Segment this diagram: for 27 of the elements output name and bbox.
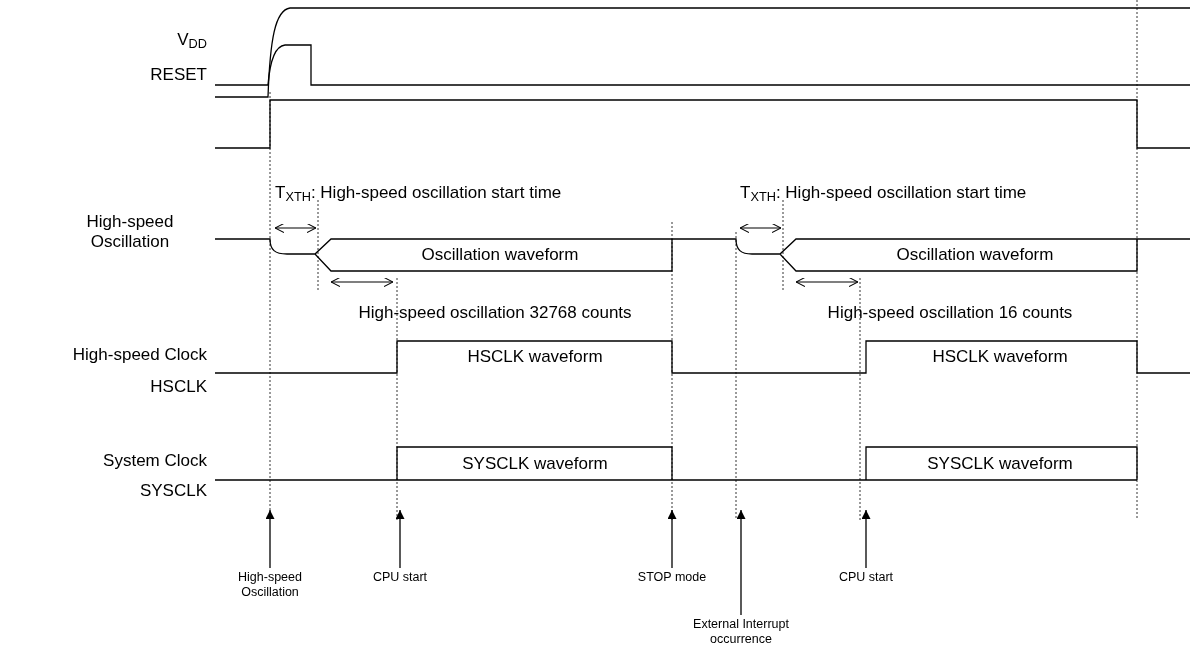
timing-annotation: T$_{XTH}$: High-speed oscillation start time xyxy=(740,182,1027,204)
event-label: External Interrupt occurrence xyxy=(666,617,816,647)
signal-name: SYSCLK xyxy=(139,480,207,502)
event-label: CPU start xyxy=(350,570,450,585)
event-arrow xyxy=(736,509,746,616)
event-label: CPU start xyxy=(816,570,916,585)
waveform-label: HSCLK waveform xyxy=(467,346,603,368)
waveform-label: HSCLK waveform xyxy=(932,346,1068,368)
event-arrow xyxy=(395,509,405,569)
waveform-label: Oscillation waveform xyxy=(896,244,1054,266)
waveform-label: SYSCLK waveform xyxy=(462,453,608,475)
waveform-label: Oscillation waveform xyxy=(421,244,579,266)
signal-name: High-speed Oscillation xyxy=(85,211,175,253)
event-arrow xyxy=(265,509,275,569)
timing-annotation: T$_{XTH}$: High-speed oscillation start time xyxy=(275,182,562,204)
event-arrow xyxy=(667,509,677,569)
event-label: High-speed Oscillation xyxy=(220,570,320,600)
signal-name: HSCLK xyxy=(150,376,207,398)
count-annotation: High-speed oscillation 32768 counts xyxy=(358,302,632,324)
signal-name: High-speed Clock xyxy=(72,344,207,366)
signal-name: V$_{DD}$ xyxy=(177,29,207,51)
waveform-label: SYSCLK waveform xyxy=(927,453,1073,475)
event-arrow xyxy=(861,509,871,569)
signal-name: System Clock xyxy=(103,450,207,472)
event-label: STOP mode xyxy=(622,570,722,585)
count-annotation: High-speed oscillation 16 counts xyxy=(827,302,1073,324)
signal-name: RESET xyxy=(150,64,207,86)
